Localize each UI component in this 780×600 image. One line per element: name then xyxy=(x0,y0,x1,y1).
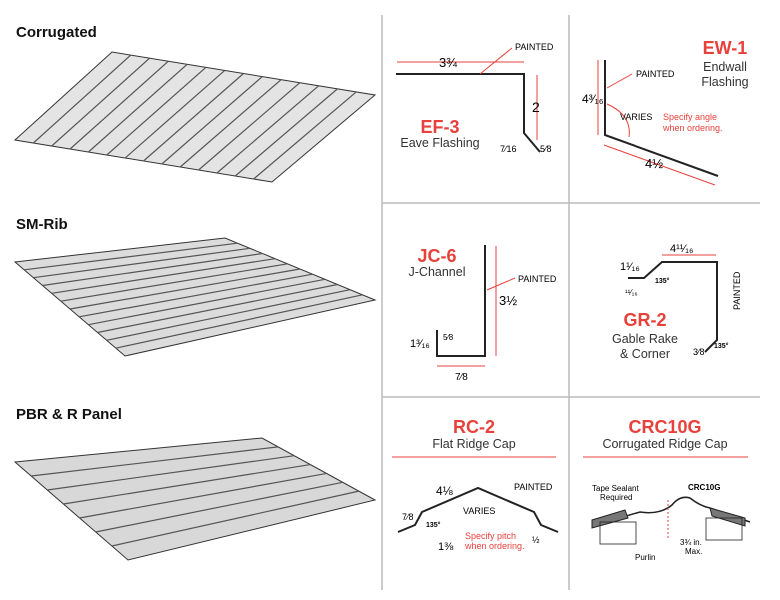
ef3-name: Eave Flashing xyxy=(400,136,480,150)
rc2-note2: when ordering. xyxy=(464,541,525,551)
rc2-varies: VARIES xyxy=(463,506,495,516)
panel-rib xyxy=(161,76,263,165)
jc6-width: 7⁄8 xyxy=(455,372,468,383)
sm-rib-panel-image xyxy=(13,237,377,357)
panel-rib xyxy=(42,252,263,287)
panel-rib xyxy=(51,57,150,147)
panel-rib xyxy=(79,472,327,519)
panel-rib xyxy=(95,481,343,533)
panel-rib xyxy=(47,455,295,491)
crc-tape1: Tape Sealant xyxy=(592,484,639,493)
ef3-painted: PAINTED xyxy=(515,42,554,52)
gr2-angle2: 135° xyxy=(714,342,729,350)
panel-rib xyxy=(97,283,338,334)
pbr-panel-image xyxy=(13,437,377,561)
ew1-drawing xyxy=(597,60,719,186)
panel-rib xyxy=(24,242,238,271)
ew1-name2: Flashing xyxy=(701,75,749,89)
jc6-lip: 1³⁄₁₆ xyxy=(410,338,430,350)
panel-rib xyxy=(106,66,207,156)
ew1-width: 4½ xyxy=(645,156,663,171)
panel-title-sm-rib: SM-Rib xyxy=(16,216,68,233)
gr2-name1: Gable Rake xyxy=(611,332,678,346)
panel-rib xyxy=(198,82,301,171)
panel-rib xyxy=(88,63,188,153)
grid-lines xyxy=(381,15,760,590)
rc2-dim-d: ½ xyxy=(532,535,540,545)
panel-rib xyxy=(69,60,169,150)
panel-rib xyxy=(31,446,279,477)
rc2-angle: 135° xyxy=(426,521,441,529)
gr2-dim-b: 4¹¹⁄₁₆ xyxy=(670,243,693,255)
panel-rib xyxy=(63,463,311,505)
jc6-drawing xyxy=(436,245,516,367)
panel-rib xyxy=(33,247,251,279)
gr2-dim-d: 3⁄8 xyxy=(693,347,705,357)
panel-rib xyxy=(115,294,363,349)
corrugated-panel-image xyxy=(13,51,377,183)
rc2-dim-b: 7⁄8 xyxy=(402,512,414,522)
rc2-painted: PAINTED xyxy=(514,482,553,492)
crc-dim2: Max. xyxy=(685,547,702,556)
crc-purlin: Purlin xyxy=(635,553,655,562)
panel-rib xyxy=(216,85,320,174)
ew1-height: 4³⁄₁₆ xyxy=(582,92,604,106)
ef3-width: 3¾ xyxy=(439,55,457,70)
gr2-angle1: 135° xyxy=(655,277,670,285)
rc2-dim-a: 4⅛ xyxy=(436,484,454,498)
ew1-painted: PAINTED xyxy=(636,69,675,79)
panel-rib xyxy=(143,73,244,162)
rc2-name: Flat Ridge Cap xyxy=(432,437,516,451)
ew1-note1: Specify angle xyxy=(663,112,717,122)
rc2-note1: Specify pitch xyxy=(465,531,516,541)
panel-rib xyxy=(79,273,313,318)
gr2-name2: & Corner xyxy=(619,347,671,361)
jc6-painted: PAINTED xyxy=(518,274,557,284)
gr2-drawing xyxy=(628,254,718,353)
ef3-drawing xyxy=(396,47,541,153)
crc-label: CRC10G xyxy=(688,483,720,492)
jc6-height: 3½ xyxy=(499,293,517,308)
rc2-dim-c: 1⅜ xyxy=(438,541,454,553)
ew1-varies: VARIES xyxy=(620,112,652,122)
panel-rib xyxy=(88,278,326,326)
gr2-dim-c: ¹¹⁄₁₆ xyxy=(625,288,638,297)
panel-rib xyxy=(179,79,282,168)
panel-rib xyxy=(124,69,226,159)
panel-title-pbr: PBR & R Panel xyxy=(16,406,122,423)
gr2-dim-a: 1¹⁄₁₆ xyxy=(620,261,640,273)
panel-rib xyxy=(234,88,338,177)
crc-dim1: 3¾ in. xyxy=(680,538,702,547)
ef3-dim-b: 5⁄8 xyxy=(540,144,552,154)
ef3-height: 2 xyxy=(532,99,540,115)
gr2-code: GR-2 xyxy=(623,310,667,330)
rc2-drawing xyxy=(397,486,559,533)
crc-tape2: Required xyxy=(600,493,632,502)
crc-drawing xyxy=(591,496,751,545)
jc6-small: 5⁄8 xyxy=(443,333,454,342)
panel-title-corrugated: Corrugated xyxy=(16,24,97,41)
panel-rib xyxy=(32,54,132,144)
ef3-code: EF-3 xyxy=(420,117,460,137)
jc6-name: J-Channel xyxy=(408,265,466,279)
ew1-note2: when ordering. xyxy=(662,123,723,133)
ew1-name1: Endwall xyxy=(703,60,747,74)
jc6-code: JC-6 xyxy=(417,246,457,266)
rc2-code: RC-2 xyxy=(452,417,495,437)
panel-rib xyxy=(106,289,351,341)
ew1-code: EW-1 xyxy=(702,38,748,58)
crc-code: CRC10G xyxy=(628,417,702,437)
crc-name: Corrugated Ridge Cap xyxy=(602,437,728,451)
panel-rib xyxy=(51,258,276,294)
panel-rib xyxy=(253,91,357,180)
panel-rib xyxy=(60,263,288,302)
panel-rib xyxy=(69,268,301,310)
panel-rib xyxy=(111,490,359,547)
ef3-dim-a: 7⁄16 xyxy=(500,144,517,154)
gr2-painted: PAINTED xyxy=(732,271,742,310)
